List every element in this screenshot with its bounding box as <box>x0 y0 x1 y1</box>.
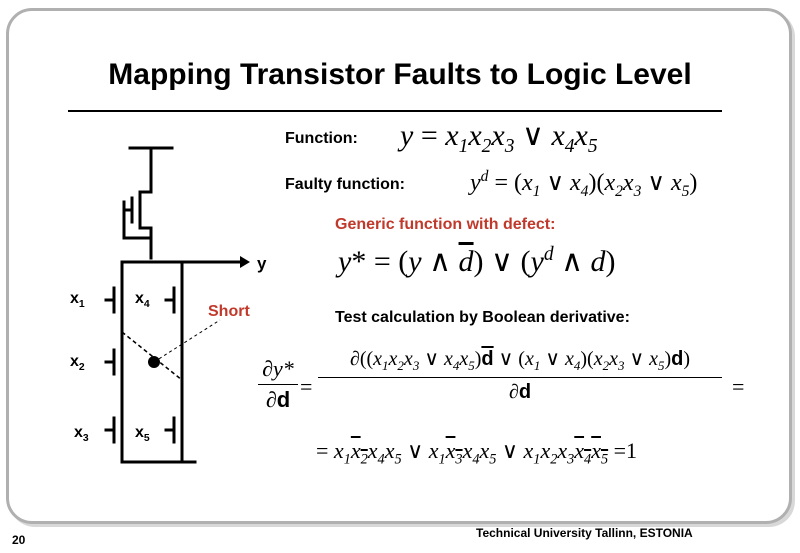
derivative-rhs: ∂((x1x2x3 ∨ x4x5)d ∨ (x1 ∨ x4)(x2x3 ∨ x5… <box>318 346 722 404</box>
function-label: Function: <box>285 130 358 147</box>
output-y-label: y <box>257 254 267 273</box>
input-x5-label: x5 <box>135 424 150 445</box>
short-label: Short <box>208 303 250 320</box>
title-rule <box>68 110 722 112</box>
generic-equation: y* = (y ∧ d) ∨ (yd ∧ d) <box>338 244 616 278</box>
derivative-trailing-equals: = <box>732 374 745 399</box>
slide-frame <box>6 8 792 524</box>
derivative-lhs: ∂y* ∂d <box>258 356 298 413</box>
input-x3-label: x3 <box>74 424 89 445</box>
slide-title: Mapping Transistor Faults to Logic Level <box>108 58 692 91</box>
generic-function-label: Generic function with defect: <box>335 216 556 233</box>
test-calculation-label: Test calculation by Boolean derivative: <box>335 309 630 326</box>
derivative-equals: = <box>300 374 313 399</box>
input-x2-label: x2 <box>70 353 85 374</box>
input-x1-label: xx11 <box>70 290 85 311</box>
faulty-function-label: Faulty function: <box>285 176 405 193</box>
input-x4-label: x4 <box>135 290 150 311</box>
footer-text: Technical University Tallinn, ESTONIA <box>476 526 693 540</box>
transistor-circuit-diagram <box>104 146 250 464</box>
faulty-equation: yd = (x1 ∨ x4)(x2x3 ∨ x5) <box>470 168 698 200</box>
page-number: 20 <box>12 533 26 547</box>
function-equation: y = x1x2x3 ∨ x4x5 <box>400 119 598 157</box>
result-equation: = x1x2x4x5 ∨ x1x3x4x5 ∨ x1x2x3x4x5 =1 <box>316 438 638 468</box>
